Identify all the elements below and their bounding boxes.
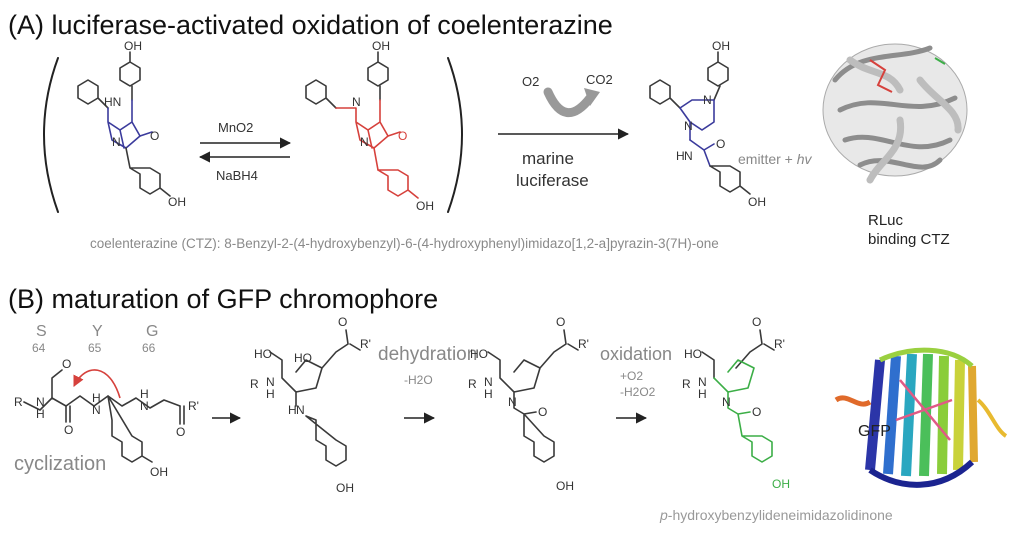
chr-ho: HO	[684, 347, 702, 361]
int1-r: R	[250, 377, 259, 391]
int1-h: H	[266, 387, 275, 401]
oxidant-label: MnO2	[218, 120, 253, 135]
tri-n3: N	[140, 399, 149, 413]
cyclization-label: cyclization	[14, 453, 106, 475]
residue-number-64: 64	[32, 341, 46, 355]
enzyme-line2: luciferase	[516, 171, 589, 190]
tri-o2: O	[176, 425, 185, 439]
int2-h: H	[484, 387, 493, 401]
coelenteramide-molecule: OH N N H N O OH	[649, 39, 766, 209]
rluc-protein-structure	[822, 43, 968, 184]
ctz-top-oh: OH	[124, 39, 142, 53]
gfp-chromophore: HO R H N O R' O N OH	[682, 315, 790, 491]
right-bracket	[447, 57, 463, 213]
left-bracket	[43, 57, 59, 213]
int1-ho-ring: HO	[294, 351, 312, 365]
residue-letter-g: G	[146, 323, 158, 340]
tri-o1: O	[64, 423, 73, 437]
tri-n1: N	[36, 395, 45, 409]
chr-h: H	[698, 387, 707, 401]
amide-n2: N	[684, 119, 693, 133]
int2-r: R	[468, 377, 477, 391]
gfp-protein-structure	[834, 347, 1008, 488]
tri-r-prime: R'	[188, 399, 199, 413]
minus-h2o2-label: -H2O2	[620, 385, 656, 399]
ctz-molecule: OH HN N O OH	[77, 39, 186, 209]
chr-oh: OH	[772, 477, 790, 491]
ox-carbonyl-o: O	[398, 129, 407, 143]
residue-number-65: 65	[88, 341, 102, 355]
rluc-label-line2: binding CTZ	[868, 231, 950, 248]
chr-r: R	[682, 377, 691, 391]
gfp-label: GFP	[858, 423, 891, 440]
ox-top-oh: OH	[372, 39, 390, 53]
residue-letter-y: Y	[92, 323, 103, 340]
reductant-label: NaBH4	[216, 168, 258, 183]
oxidation-label: oxidation	[600, 344, 672, 364]
residue-number-66: 66	[142, 341, 156, 355]
tri-h3: H	[140, 387, 149, 401]
residue-letter-s: S	[36, 323, 47, 340]
int2-n: N	[484, 375, 493, 389]
amide-h: H	[676, 149, 685, 163]
oxidized-ctz-molecule: OH N N O OH	[305, 39, 434, 213]
ox-bottom-oh: OH	[416, 199, 434, 213]
tri-r: R	[14, 395, 23, 409]
o2-label: O2	[522, 74, 539, 89]
tri-h2: H	[92, 391, 101, 405]
plus-o2-label: +O2	[620, 369, 643, 383]
tri-o-hydroxyl: O	[62, 357, 71, 371]
o2-co2-arrow-head	[584, 88, 600, 106]
chr-r-prime: R'	[774, 337, 785, 351]
amide-n3: N	[684, 149, 693, 163]
int1-o: O	[338, 315, 347, 329]
int2-r-prime: R'	[578, 337, 589, 351]
int2-o: O	[556, 315, 565, 329]
tri-n2: N	[92, 403, 101, 417]
chr-n-ring: N	[722, 395, 731, 409]
panel-a-title: (A) luciferase-activated oxidation of co…	[8, 10, 613, 40]
int2-ho: HO	[470, 347, 488, 361]
int2-o-ring: O	[538, 405, 547, 419]
rluc-label-line1: RLuc	[868, 212, 904, 229]
amide-o: O	[716, 137, 725, 151]
co2-label: CO2	[586, 72, 613, 87]
emitter-label: emitter + hv	[738, 151, 813, 167]
ox-ring-n2: N	[360, 135, 369, 149]
amide-n1: N	[703, 93, 712, 107]
chr-o: O	[752, 315, 761, 329]
int1-ho: HO	[254, 347, 272, 361]
ctz-bottom-oh: OH	[168, 195, 186, 209]
int1-r-prime: R'	[360, 337, 371, 351]
amide-top-oh: OH	[712, 39, 730, 53]
tri-h1: H	[36, 407, 45, 421]
int1-oh: OH	[336, 481, 354, 495]
ctz-ring-nh: HN	[104, 95, 121, 109]
chromophore-caption: p-hydroxybenzylideneimidazolidinone	[659, 507, 893, 523]
tripeptide-structure: R H N O O H N H N O R' OH	[14, 357, 199, 479]
dehydrated-intermediate: HO R H N O R' O N OH	[468, 315, 589, 493]
int1-n-ring: N	[296, 403, 305, 417]
enzyme-line1: marine	[522, 149, 574, 168]
int1-h-ring: H	[288, 403, 297, 417]
ctz-ring-n: N	[112, 135, 121, 149]
cyclized-intermediate: HO R H N HO O R' H N OH	[250, 315, 371, 495]
minus-water-label: -H2O	[404, 373, 433, 387]
amide-bottom-oh: OH	[748, 195, 766, 209]
tri-oh: OH	[150, 465, 168, 479]
int2-oh: OH	[556, 479, 574, 493]
residue-labels: S 64 Y 65 G 66	[32, 323, 158, 355]
chr-o-ring: O	[752, 405, 761, 419]
o2-co2-curved-arrow	[543, 87, 595, 118]
int2-n-ring: N	[508, 395, 517, 409]
dehydration-label: dehydration	[378, 344, 477, 365]
chr-n: N	[698, 375, 707, 389]
int1-n: N	[266, 375, 275, 389]
ox-ring-n1: N	[352, 95, 361, 109]
ctz-carbonyl-o: O	[150, 129, 159, 143]
ctz-caption: coelenterazine (CTZ): 8-Benzyl-2-(4-hydr…	[90, 236, 719, 251]
panel-b-title: (B) maturation of GFP chromophore	[8, 284, 438, 314]
